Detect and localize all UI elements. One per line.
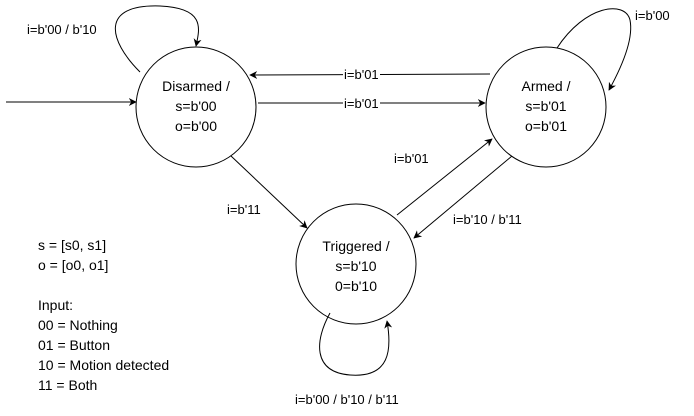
edge-disarmed-self <box>115 5 202 73</box>
state-disarmed-s: s=b'00 <box>175 98 217 114</box>
label-triggered-self: i=b'00 / b'10 / b'11 <box>294 392 400 407</box>
state-disarmed: Disarmed / s=b'00 o=b'00 <box>146 76 246 136</box>
label-armed-to-triggered: i=b'10 / b'11 <box>452 212 523 227</box>
state-disarmed-name: Disarmed / <box>162 78 230 94</box>
state-armed-circle <box>485 46 607 168</box>
state-armed-s: s=b'01 <box>525 98 567 114</box>
label-disarmed-to-armed: i=b'01 <box>343 96 380 111</box>
label-disarmed-to-triggered: i=b'11 <box>226 202 262 217</box>
legend-s-def: s = [s0, s1] <box>38 237 107 253</box>
legend-input-00: 00 = Nothing <box>38 317 118 333</box>
state-armed: Armed / s=b'01 o=b'01 <box>496 76 596 136</box>
edge-armed-self <box>556 8 632 91</box>
edge-triggered-self <box>319 312 393 376</box>
legend-o-def: o = [o0, o1] <box>38 257 109 273</box>
edge-armed-to-triggered <box>413 155 513 239</box>
label-disarmed-self: i=b'00 / b'10 <box>26 22 98 37</box>
state-disarmed-circle <box>135 46 257 168</box>
state-triggered-circle <box>295 203 417 325</box>
edge-disarmed-to-triggered <box>230 155 308 229</box>
legend-spacer <box>38 275 169 295</box>
legend-input-10: 10 = Motion detected <box>38 357 170 373</box>
label-armed-to-disarmed: i=b'01 <box>343 67 380 82</box>
legend-input-title: Input: <box>38 297 74 313</box>
state-triggered-o: 0=b'10 <box>335 278 377 294</box>
label-armed-self: i=b'00 <box>634 8 671 23</box>
state-triggered-name: Triggered / <box>322 238 390 254</box>
label-triggered-to-armed: i=b'01 <box>393 151 430 166</box>
state-armed-name: Armed / <box>521 78 571 94</box>
state-disarmed-o: o=b'00 <box>175 118 217 134</box>
legend-input-11: 11 = Both <box>38 377 98 393</box>
state-armed-o: o=b'01 <box>525 118 567 134</box>
legend: s = [s0, s1] o = [o0, o1] Input: 00 = No… <box>38 235 169 395</box>
edge-triggered-to-armed <box>396 138 493 216</box>
legend-input-01: 01 = Button <box>38 337 111 353</box>
state-triggered: Triggered / s=b'10 0=b'10 <box>306 236 406 296</box>
state-triggered-s: s=b'10 <box>335 258 377 274</box>
